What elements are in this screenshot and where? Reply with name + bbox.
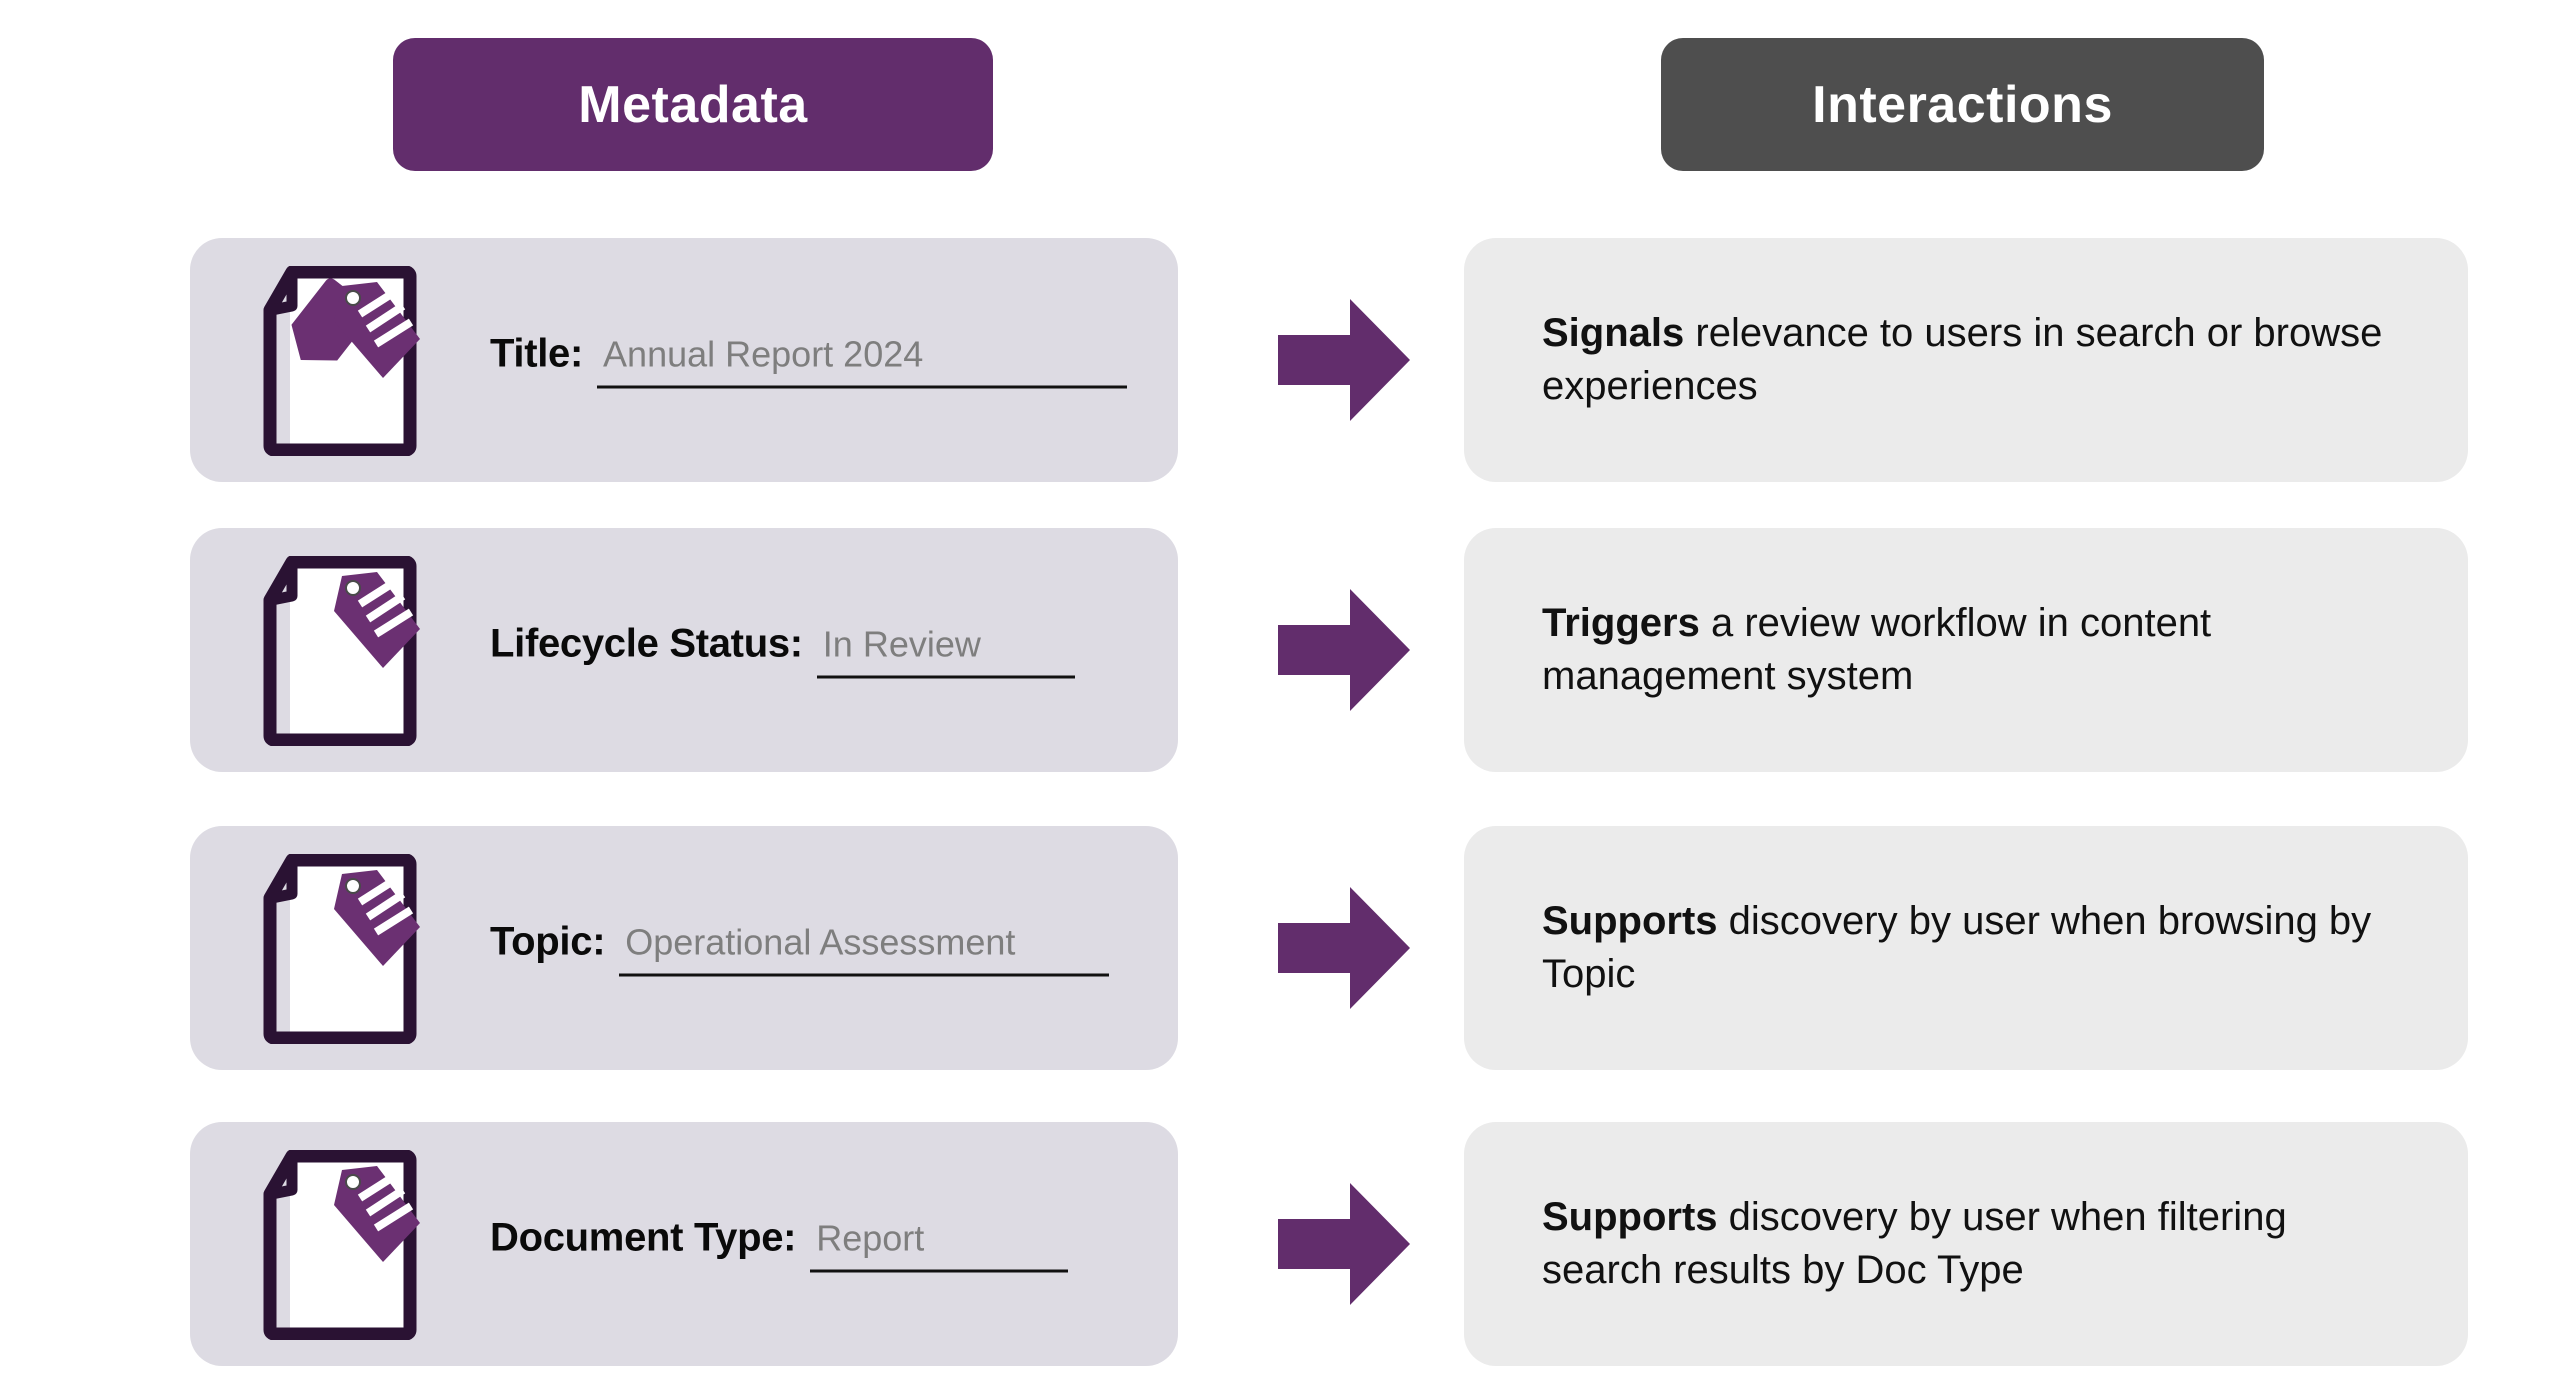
- metadata-field-label: Topic:: [490, 919, 606, 964]
- interaction-card[interactable]: Supports discovery by user when filterin…: [1464, 1122, 2468, 1366]
- metadata-field-label: Lifecycle Status:: [490, 621, 803, 666]
- right-arrow-icon: [1278, 589, 1410, 711]
- metadata-field-input[interactable]: In Review: [816, 623, 1075, 679]
- metadata-field-label: Document Type:: [490, 1215, 797, 1260]
- metadata-field-value: Report: [816, 1217, 925, 1259]
- interaction-text: Supports discovery by user when browsing…: [1542, 895, 2390, 1001]
- interaction-rest-text: discovery by user when filtering search …: [1542, 1195, 2287, 1292]
- interaction-lead-word: Signals: [1542, 311, 1685, 356]
- metadata-card[interactable]: Lifecycle Status: In Review: [190, 528, 1178, 772]
- interaction-text: Triggers a review workflow in content ma…: [1542, 597, 2390, 703]
- interaction-rest-text: a review workflow in content management …: [1542, 601, 2212, 698]
- metadata-field-value: Operational Assessment: [625, 921, 1016, 963]
- metadata-row: Title: Annual Report 2024 Signals releva…: [0, 238, 2560, 482]
- right-arrow-icon: [1278, 887, 1410, 1009]
- interaction-text: Signals relevance to users in search or …: [1542, 307, 2390, 413]
- metadata-field[interactable]: Topic: Operational Assessment: [490, 920, 1150, 977]
- interaction-lead-word: Supports: [1542, 1195, 1718, 1240]
- column-header-metadata-label: Metadata: [578, 75, 808, 134]
- interaction-rest-text: discovery by user when browsing by Topic: [1542, 899, 2372, 996]
- document-tag-icon: [256, 854, 432, 1044]
- metadata-card[interactable]: Topic: Operational Assessment: [190, 826, 1178, 1070]
- interaction-lead-word: Triggers: [1542, 601, 1700, 646]
- metadata-field-input[interactable]: Report: [810, 1217, 1069, 1273]
- interaction-card[interactable]: Signals relevance to users in search or …: [1464, 238, 2468, 482]
- interaction-text: Supports discovery by user when filterin…: [1542, 1191, 2390, 1297]
- column-header-interactions: Interactions: [1661, 38, 2264, 171]
- metadata-card[interactable]: Title: Annual Report 2024: [190, 238, 1178, 482]
- document-tag-icon: [256, 556, 432, 746]
- metadata-field-value: Annual Report 2024: [603, 333, 924, 375]
- interaction-card[interactable]: Supports discovery by user when browsing…: [1464, 826, 2468, 1070]
- column-header-metadata: Metadata: [393, 38, 993, 171]
- metadata-field-value: In Review: [822, 623, 981, 665]
- metadata-row: Topic: Operational Assessment Supports d…: [0, 826, 2560, 1070]
- metadata-field-input[interactable]: Operational Assessment: [619, 921, 1110, 977]
- column-header-interactions-label: Interactions: [1812, 75, 2113, 134]
- interaction-lead-word: Supports: [1542, 899, 1718, 944]
- metadata-card[interactable]: Document Type: Report: [190, 1122, 1178, 1366]
- interaction-card[interactable]: Triggers a review workflow in content ma…: [1464, 528, 2468, 772]
- metadata-field[interactable]: Lifecycle Status: In Review: [490, 622, 1150, 679]
- right-arrow-icon: [1278, 1183, 1410, 1305]
- metadata-field-label: Title:: [490, 331, 584, 376]
- metadata-field[interactable]: Title: Annual Report 2024: [490, 332, 1150, 389]
- right-arrow-icon: [1278, 299, 1410, 421]
- metadata-field[interactable]: Document Type: Report: [490, 1216, 1150, 1273]
- metadata-row: Document Type: Report Supports discovery…: [0, 1122, 2560, 1366]
- metadata-field-input[interactable]: Annual Report 2024: [597, 333, 1128, 389]
- document-tag-icon: [256, 266, 432, 456]
- document-tag-icon: [256, 1150, 432, 1340]
- metadata-row: Lifecycle Status: In Review Triggers a r…: [0, 528, 2560, 772]
- interaction-rest-text: relevance to users in search or browse e…: [1542, 311, 2383, 408]
